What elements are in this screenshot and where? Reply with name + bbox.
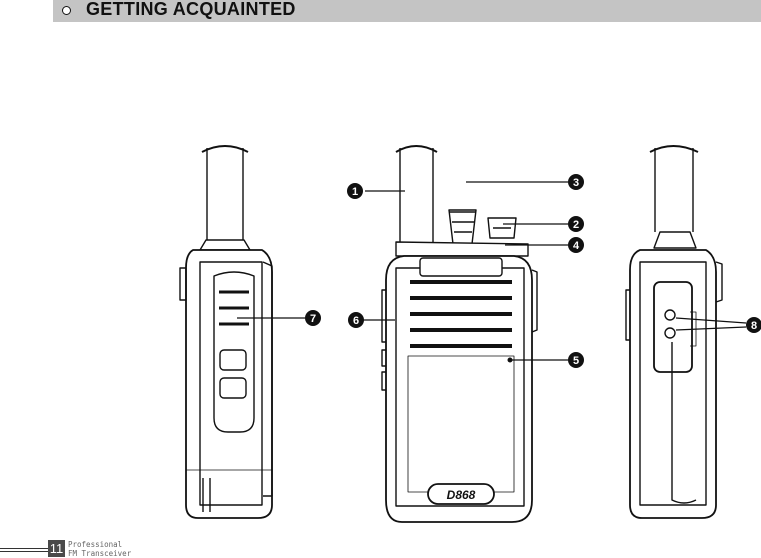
radio-front-view bbox=[381, 145, 538, 523]
callout-7: 7 bbox=[310, 313, 316, 325]
callout-8: 8 bbox=[751, 320, 757, 332]
callout-1: 1 bbox=[352, 186, 358, 198]
footer-rule-2 bbox=[0, 551, 48, 552]
section-header-bar: GETTING ACQUAINTED bbox=[53, 0, 761, 22]
section-title: GETTING ACQUAINTED bbox=[86, 0, 296, 19]
footer-rule bbox=[0, 548, 48, 549]
footer-line-1: Professional bbox=[68, 540, 123, 549]
callout-2: 2 bbox=[573, 219, 579, 231]
radio-left-side-view bbox=[179, 145, 273, 519]
callout-4: 4 bbox=[573, 240, 580, 252]
bullet-icon bbox=[62, 6, 71, 15]
callout-5: 5 bbox=[573, 355, 579, 367]
callout-3: 3 bbox=[573, 177, 579, 189]
page-number: 11 bbox=[48, 540, 65, 557]
footer-line-2: FM Transceiver bbox=[68, 549, 132, 558]
callout-6: 6 bbox=[353, 315, 359, 327]
model-label: D868 bbox=[447, 488, 476, 502]
radio-right-side-view bbox=[625, 145, 723, 519]
